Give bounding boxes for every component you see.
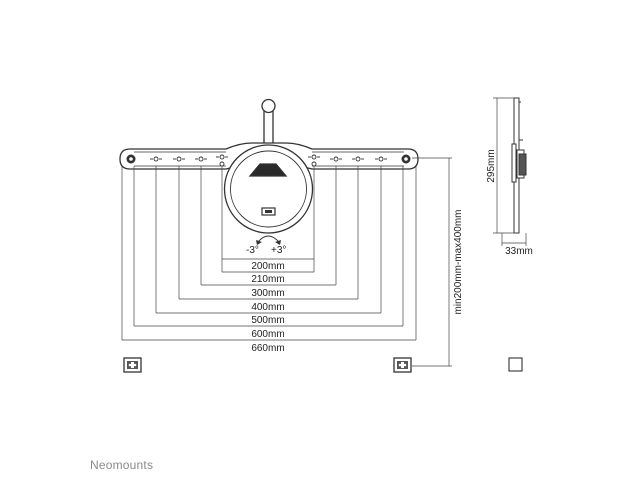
width-label-660: 660mm xyxy=(251,343,284,354)
side-height-dimension xyxy=(493,97,515,234)
tilt-plus-label: +3° xyxy=(271,245,286,256)
side-footprint-icon xyxy=(508,357,523,372)
side-height-label: 295mm xyxy=(486,149,497,182)
width-label-300: 300mm xyxy=(251,288,284,299)
tilt-minus-label: -3° xyxy=(246,245,259,256)
width-label-600: 600mm xyxy=(251,329,284,340)
tilt-indicator: -3° +3° xyxy=(246,235,286,256)
right-plate-icon xyxy=(393,357,412,373)
center-tilt-plate xyxy=(223,144,314,234)
width-dimensions xyxy=(121,166,417,341)
width-label-200: 200mm xyxy=(251,261,284,272)
vertical-range-label: min200mm-max400mm xyxy=(453,209,464,314)
left-plate-icon xyxy=(123,357,142,373)
width-label-210: 210mm xyxy=(251,274,284,285)
width-label-400: 400mm xyxy=(251,302,284,313)
brand-logo-text: Neomounts xyxy=(90,458,154,472)
width-dimension-labels: 200mm 210mm 300mm 400mm 500mm 600mm 660m… xyxy=(251,261,284,354)
bracket-slot-holes xyxy=(150,154,387,167)
side-depth-label: 33mm xyxy=(505,246,533,257)
top-handle xyxy=(261,98,276,147)
side-view xyxy=(511,97,527,234)
side-depth-dimension xyxy=(501,233,527,246)
width-label-500: 500mm xyxy=(251,315,284,326)
bracket-end-holes xyxy=(126,154,411,164)
vertical-range-dimension xyxy=(412,157,452,367)
